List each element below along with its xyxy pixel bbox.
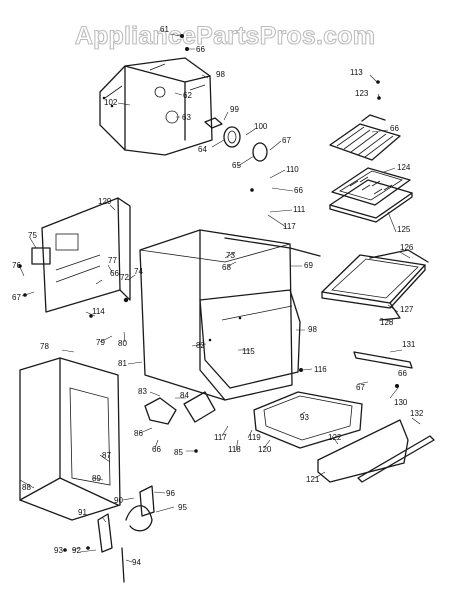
part-number-label: 94 (132, 558, 141, 567)
part-number-label: 83 (138, 387, 147, 396)
part-number-label: 111 (293, 205, 306, 214)
part-number-label: 67 (12, 293, 21, 302)
part-number-label: 88 (22, 483, 31, 492)
part-number-label: 66 (152, 445, 161, 454)
part-number-label: 75 (28, 231, 37, 240)
part-number-label: 63 (182, 113, 191, 122)
part-number-label: 68 (222, 263, 231, 272)
part-number-label: 98 (216, 70, 225, 79)
part-number-label: 79 (96, 338, 105, 347)
part-number-label: 131 (402, 340, 416, 349)
part-number-label: 84 (180, 391, 189, 400)
part-number-label: 93 (300, 413, 309, 422)
part-number-label: 115 (242, 347, 255, 356)
part-number-label: 100 (254, 122, 268, 131)
part-number-label: 67 (282, 136, 291, 145)
part-number-label: 102 (104, 98, 118, 107)
part-number-label: 66 (110, 269, 119, 278)
part-number-label: 113 (350, 68, 363, 77)
part-number-label: 114 (92, 307, 105, 316)
leader-lines (19, 33, 421, 563)
part-number-label: 120 (258, 445, 272, 454)
hinge-bracket-drawing (97, 391, 216, 583)
part-number-label: 127 (400, 305, 414, 314)
part-number-label: 69 (304, 261, 313, 270)
oven-cavity-drawing (139, 229, 321, 401)
part-number-label: 99 (230, 105, 239, 114)
part-number-label: 76 (12, 261, 21, 270)
side-panel-drawing (31, 197, 131, 313)
part-number-label: 116 (314, 365, 327, 374)
hardware-screws (18, 34, 399, 552)
part-number-label: 90 (114, 496, 123, 505)
part-number-label: 126 (400, 243, 414, 252)
part-number-label: 129 (98, 197, 112, 206)
part-number-label: 122 (328, 433, 342, 442)
part-number-label: 82 (196, 341, 205, 350)
part-number-label: 132 (410, 409, 424, 418)
part-number-labels: 61 66 98 102 62 63 99 64 100 65 67 110 66 111 117 113 12… (12, 25, 424, 567)
part-number-label: 74 (134, 267, 143, 276)
part-number-label: 77 (108, 256, 117, 265)
part-number-label: 98 (308, 325, 317, 334)
part-number-label: 123 (355, 89, 369, 98)
part-number-label: 128 (380, 318, 394, 327)
part-number-label: 64 (198, 145, 207, 154)
storage-drawer-drawing (253, 391, 409, 483)
part-number-label: 95 (178, 503, 187, 512)
part-number-label: 78 (40, 342, 49, 351)
part-number-label: 72 (120, 273, 129, 282)
part-number-label: 66 (196, 45, 205, 54)
part-number-label: 92 (72, 546, 81, 555)
watermark: AppliancePartsPros.com (75, 22, 375, 50)
part-number-label: 61 (160, 25, 169, 34)
part-number-label: 80 (118, 339, 127, 348)
cabinet-body-drawing (99, 57, 213, 156)
part-number-label: 121 (306, 475, 320, 484)
part-number-label: 62 (183, 91, 192, 100)
part-number-label: 66 (398, 369, 407, 378)
broiler-rack-drawing (329, 114, 401, 161)
part-number-label: 117 (283, 222, 296, 231)
part-number-label: 117 (214, 433, 227, 442)
part-number-label: 81 (118, 359, 127, 368)
part-number-label: 66 (390, 124, 399, 133)
broiler-pan-drawing (329, 167, 413, 223)
part-number-label: 87 (102, 451, 111, 460)
oven-rack-drawing (321, 249, 429, 321)
part-number-label: 66 (294, 186, 303, 195)
part-number-label: 124 (397, 163, 411, 172)
part-number-label: 67 (356, 383, 365, 392)
part-number-label: 130 (394, 398, 408, 407)
part-number-label: 85 (174, 448, 183, 457)
part-number-label: 91 (78, 508, 87, 517)
burner-ring-parts-drawing (204, 117, 268, 162)
part-number-label: 89 (92, 474, 101, 483)
part-number-label: 96 (166, 489, 175, 498)
part-number-label: 110 (286, 165, 299, 174)
part-number-label: 73 (226, 251, 235, 260)
drawer-rails-drawing (353, 351, 435, 483)
part-number-label: 86 (134, 429, 143, 438)
part-number-label: 118 (228, 445, 241, 454)
part-number-label: 65 (232, 161, 241, 170)
part-number-label: 93 (54, 546, 63, 555)
part-number-label: 119 (248, 433, 261, 442)
oven-door-drawing (19, 357, 121, 521)
part-number-label: 125 (397, 225, 411, 234)
